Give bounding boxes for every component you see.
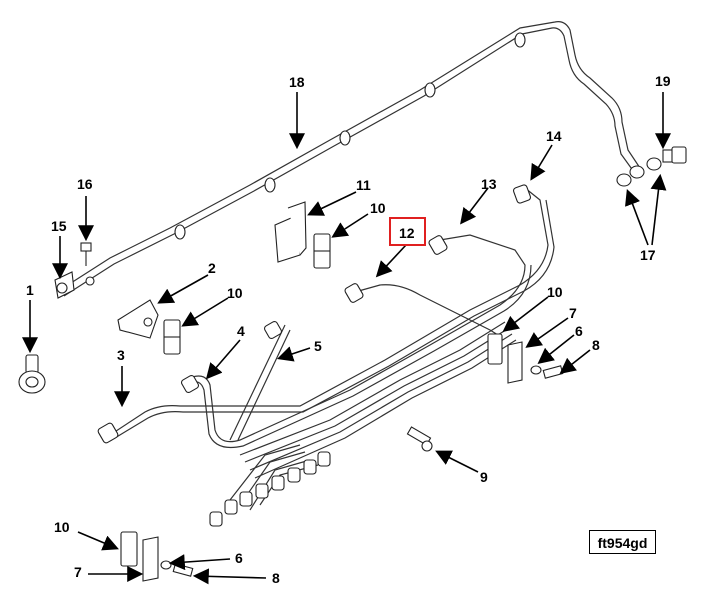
callout-4: 4 (237, 323, 245, 339)
callout-6-right: 6 (575, 323, 583, 339)
screw-8-bottom (172, 563, 194, 577)
callout-12-highlight (389, 217, 426, 246)
callout-7-right: 7 (569, 305, 577, 321)
banjo-bolt-19 (662, 146, 687, 164)
bracket-11 (274, 201, 307, 263)
callout-2: 2 (208, 260, 216, 276)
bracket-2 (117, 299, 159, 339)
callout-16: 16 (77, 176, 93, 192)
clamp-10-bottom (120, 531, 138, 567)
callout-numbers: 18 19 16 15 1 17 11 10 12 13 14 2 10 3 4… (26, 73, 671, 586)
callout-10-bottom: 10 (54, 519, 70, 535)
callout-10-right: 10 (547, 284, 563, 300)
bracket-7-right (507, 341, 523, 384)
callout-19: 19 (655, 73, 671, 89)
clamp-10-right (487, 333, 503, 365)
clamp-10-top (313, 233, 331, 269)
callout-8-bottom: 8 (272, 570, 280, 586)
washer-6-bottom (160, 560, 172, 570)
callout-3: 3 (117, 347, 125, 363)
callout-8-right: 8 (592, 337, 600, 353)
callout-10-left: 10 (227, 285, 243, 301)
bolt-16 (80, 242, 92, 266)
line-nut-fittings (97, 184, 532, 527)
sealing-washers-17 (616, 157, 662, 187)
callout-11: 11 (356, 177, 371, 193)
manifold-end-fitting (54, 271, 95, 299)
callout-10-top: 10 (370, 200, 386, 216)
callout-5: 5 (314, 338, 322, 354)
bracket-7-bottom (142, 536, 159, 582)
callout-12: 12 (399, 225, 415, 241)
callout-1: 1 (26, 282, 34, 298)
callout-6-bottom: 6 (235, 550, 243, 566)
leader-arrows (22, 92, 671, 585)
callout-14: 14 (546, 128, 562, 144)
injector-lines-bundle (109, 187, 555, 511)
callout-17: 17 (640, 247, 656, 263)
figure-id-label: ft954gd (589, 530, 656, 554)
bolt-9 (406, 426, 433, 452)
callout-18: 18 (289, 74, 305, 90)
callout-13: 13 (481, 176, 497, 192)
washer-6-right (530, 365, 542, 375)
screw-8-right (542, 365, 564, 379)
callout-15: 15 (51, 218, 67, 234)
banjo-fitting-1 (18, 354, 46, 394)
drain-manifold-tube (59, 21, 641, 297)
callout-7-bottom: 7 (74, 564, 82, 580)
callout-9: 9 (480, 469, 488, 485)
clamp-10-left (163, 319, 181, 355)
